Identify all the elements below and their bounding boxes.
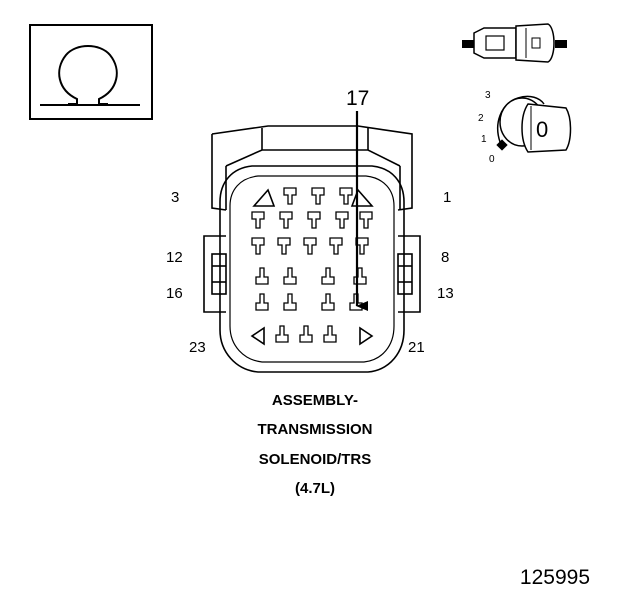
terminal-cavity xyxy=(359,211,373,229)
key-face-label: 0 xyxy=(536,117,548,142)
terminal-cavity xyxy=(329,237,343,255)
terminal-cavity xyxy=(311,187,325,205)
terminal-cavity xyxy=(321,293,335,311)
caption-line-4: (4.7L) xyxy=(294,480,335,497)
pin-label-16: 16 xyxy=(166,285,183,302)
terminal-cavity xyxy=(251,211,265,229)
terminal-cavity xyxy=(255,267,269,285)
terminal-cavity xyxy=(279,211,293,229)
key-position-0: 0 xyxy=(489,154,495,165)
terminal-cavities xyxy=(251,187,373,343)
terminal-cavity xyxy=(321,267,335,285)
terminal-cavity xyxy=(275,325,289,343)
pin-label-21: 21 xyxy=(408,339,425,356)
key-position-2: 2 xyxy=(478,113,484,124)
caption-line-1: ASSEMBLY- xyxy=(271,392,359,409)
terminal-cavity xyxy=(353,267,367,285)
terminal-cavity xyxy=(307,211,321,229)
key-position-3: 3 xyxy=(485,90,491,101)
terminal-cavity xyxy=(299,325,313,343)
terminal-cavity xyxy=(251,237,265,255)
caption-line-3: SOLENOID/TRS xyxy=(258,451,372,468)
pin-label-13: 13 xyxy=(437,285,454,302)
pin-label-1: 1 xyxy=(443,189,451,206)
terminal-cavity xyxy=(303,237,317,255)
terminal-cavity xyxy=(283,267,297,285)
terminal-cavity xyxy=(277,237,291,255)
pin-label-12: 12 xyxy=(166,249,183,266)
connector-face xyxy=(203,125,421,373)
terminal-cavity xyxy=(283,187,297,205)
terminal-cavity xyxy=(323,325,337,343)
terminal-cavity xyxy=(283,293,297,311)
pin-label-8: 8 xyxy=(441,249,449,266)
callout-pin-17: 17 xyxy=(346,87,369,110)
connector-side-view-icon xyxy=(462,23,567,63)
caption-line-2: TRANSMISSION xyxy=(257,421,373,438)
terminal-cavity xyxy=(339,187,353,205)
reference-number: 125995 xyxy=(519,566,590,589)
ignition-key-icon: 3 2 1 0 0 xyxy=(478,90,572,165)
terminal-cavity xyxy=(335,211,349,229)
pin-label-3: 3 xyxy=(171,189,179,206)
key-position-1: 1 xyxy=(481,134,487,145)
terminal-cavity xyxy=(255,293,269,311)
pin-label-23: 23 xyxy=(189,339,206,356)
ohmmeter-icon xyxy=(29,24,153,120)
